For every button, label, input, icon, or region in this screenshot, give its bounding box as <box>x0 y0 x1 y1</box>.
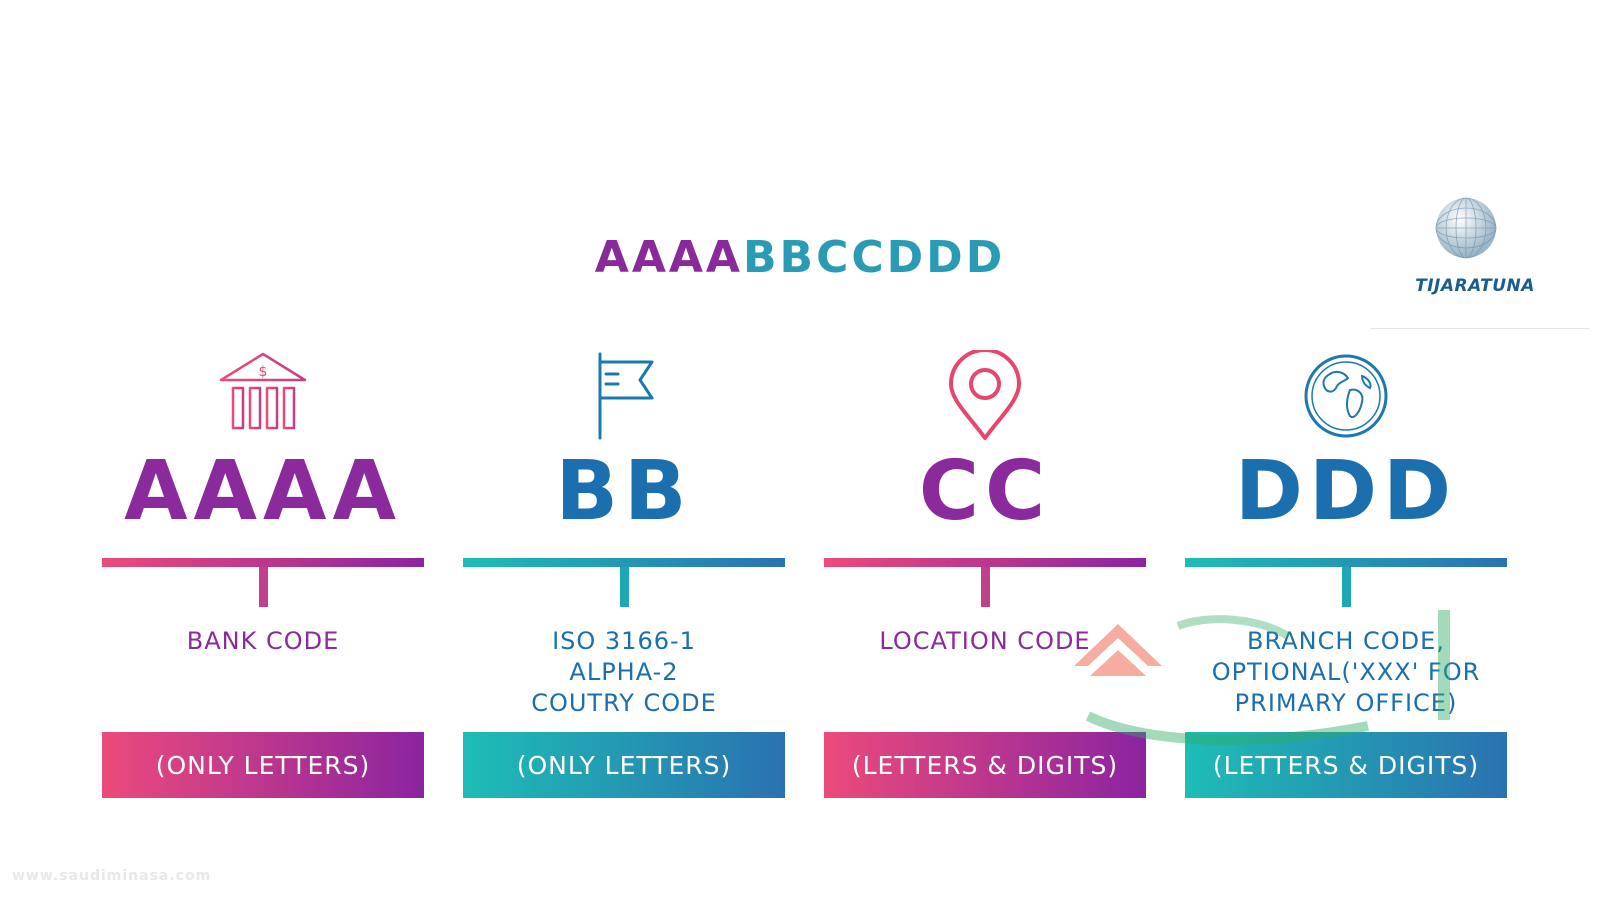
segment-code: CC <box>918 444 1052 539</box>
segment-description: LOCATION CODE <box>824 626 1146 657</box>
flag-icon <box>598 352 654 440</box>
segment-bar <box>463 558 785 567</box>
format-part-location: CC <box>816 232 887 283</box>
segment-bar <box>102 558 424 567</box>
tijaratuna-logo: TIJARATUNA <box>1410 190 1540 300</box>
svg-text:$: $ <box>259 364 268 380</box>
format-part-country: BB <box>742 232 817 283</box>
segment-description: ISO 3166-1 ALPHA-2 COUTRY CODE <box>463 626 785 719</box>
footer-url: www.saudiminasa.com <box>12 868 212 884</box>
location-pin-icon <box>949 350 1021 440</box>
logo-text: TIJARATUNA <box>1415 276 1535 296</box>
segment-stem <box>620 567 629 607</box>
segment-stem <box>259 567 268 607</box>
segment-stem <box>981 567 990 607</box>
format-part-bank: AAAA <box>594 232 743 283</box>
segment-country: BB ISO 3166-1 ALPHA-2 COUTRY CODE (ONLY … <box>463 340 785 800</box>
segment-rule: (LETTERS & DIGITS) <box>824 732 1146 798</box>
segment-code: BB <box>555 444 693 539</box>
format-part-branch: DDD <box>886 232 1006 283</box>
description-line: ISO 3166-1 <box>552 627 696 655</box>
segment-code: DDD <box>1234 444 1458 539</box>
logo-globe-icon <box>1435 197 1497 259</box>
globe-icon <box>1304 354 1388 438</box>
segment-bank: $ AAAA BANK CODE (ONLY LETTERS) <box>102 340 424 800</box>
segment-branch: DDD BRANCH CODE, OPTIONAL('XXX' FOR PRIM… <box>1185 340 1507 800</box>
format-headline: AAAABBCCDDD <box>0 232 1600 283</box>
segment-code: AAAA <box>124 444 402 539</box>
description-line: OPTIONAL('XXX' FOR <box>1211 658 1481 686</box>
segment-bar <box>1185 558 1507 567</box>
description-line: BANK CODE <box>186 627 340 655</box>
description-line: BRANCH CODE, <box>1247 627 1445 655</box>
segment-rule: (LETTERS & DIGITS) <box>1185 732 1507 798</box>
description-line: ALPHA-2 <box>569 658 679 686</box>
description-line: LOCATION CODE <box>879 627 1091 655</box>
segment-description: BANK CODE <box>102 626 424 657</box>
segment-stem <box>1342 567 1351 607</box>
bank-icon: $ <box>219 352 307 440</box>
description-line: PRIMARY OFFICE) <box>1234 689 1458 717</box>
segment-description: BRANCH CODE, OPTIONAL('XXX' FOR PRIMARY … <box>1185 626 1507 719</box>
segment-location: CC LOCATION CODE (LETTERS & DIGITS) <box>824 340 1146 800</box>
segment-rule: (ONLY LETTERS) <box>102 732 424 798</box>
description-line: COUTRY CODE <box>531 689 717 717</box>
logo-divider <box>1370 328 1590 329</box>
watermark-logo <box>1068 596 1468 756</box>
segment-bar <box>824 558 1146 567</box>
segment-rule: (ONLY LETTERS) <box>463 732 785 798</box>
